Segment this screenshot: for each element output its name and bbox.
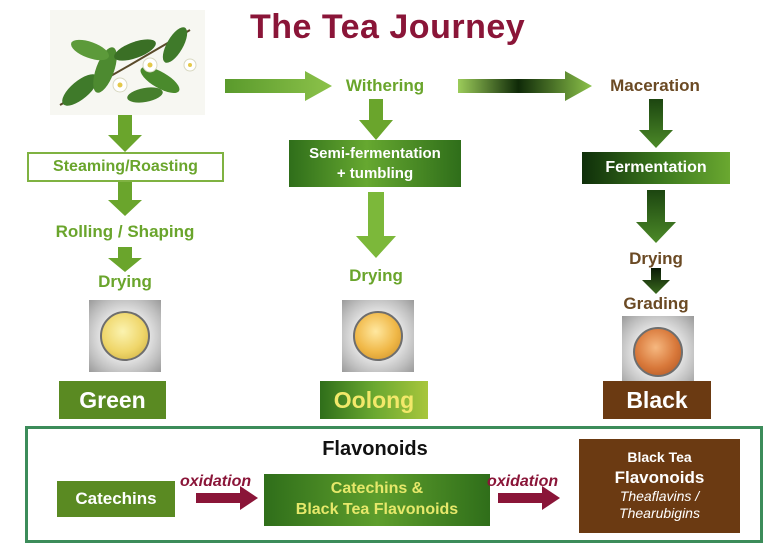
oxidation-label-1: oxidation (180, 473, 252, 490)
step-fermentation: Fermentation (582, 152, 730, 184)
semi-fermentation-line2: + tumbling (336, 164, 414, 182)
flav-mid-line2: Black Tea Flavonoids (295, 501, 459, 518)
arrow-plant-to-steaming (108, 115, 142, 152)
step-maceration: Maceration (610, 76, 700, 95)
flavonoids-title: Flavonoids (322, 438, 428, 460)
arrow-drying-to-grading (642, 268, 670, 294)
arrow-semi-to-drying (356, 192, 396, 258)
arrow-rolling-to-drying (108, 247, 142, 272)
arrow-oxidation-2 (498, 486, 560, 510)
tea-cup-green (89, 300, 161, 372)
step-grading: Grading (623, 294, 689, 313)
flav-black-tea: Black Tea Flavonoids Theaflavins / Thear… (579, 439, 740, 533)
tea-plant-image (50, 10, 205, 115)
arrow-withering-to-semi (359, 99, 393, 140)
bt-line4: Thearubigins (619, 505, 700, 522)
arrow-withering-to-maceration (458, 71, 592, 101)
tea-label-green: Green (59, 381, 166, 419)
tea-label-black: Black (603, 381, 711, 419)
oxidation-label-2: oxidation (487, 473, 559, 490)
flav-catechins-and-black: Catechins & Black Tea Flavonoids (264, 474, 490, 526)
flavonoids-panel (25, 426, 763, 543)
step-drying-oolong: Drying (349, 266, 403, 285)
tea-cup-oolong (342, 300, 414, 372)
step-semi-fermentation: Semi-fermentation + tumbling (289, 140, 461, 187)
page-title: The Tea Journey (250, 8, 526, 46)
tea-liquid-oolong (353, 311, 403, 361)
flav-catechins: Catechins (57, 481, 175, 517)
arrow-steaming-to-rolling (108, 182, 142, 216)
step-rolling-shaping: Rolling / Shaping (55, 222, 195, 241)
tea-liquid-black (633, 327, 683, 377)
arrow-plant-to-withering (225, 71, 332, 101)
bt-line2: Flavonoids (614, 467, 705, 487)
arrow-maceration-to-fermentation (639, 99, 673, 148)
bt-line3: Theaflavins / (619, 487, 700, 504)
bt-line1: Black Tea (627, 449, 692, 466)
step-withering: Withering (345, 76, 425, 95)
semi-fermentation-line1: Semi-fermentation (309, 145, 441, 162)
flav-mid-line1: Catechins & (330, 480, 424, 498)
step-drying-black: Drying (629, 249, 683, 268)
arrow-fermentation-to-drying (636, 190, 676, 243)
tea-label-oolong: Oolong (320, 381, 428, 419)
tea-cup-black (622, 316, 694, 388)
arrow-oxidation-1 (196, 486, 258, 510)
step-drying-green: Drying (98, 272, 152, 291)
tea-liquid-green (100, 311, 150, 361)
step-steaming-roasting: Steaming/Roasting (27, 152, 224, 182)
